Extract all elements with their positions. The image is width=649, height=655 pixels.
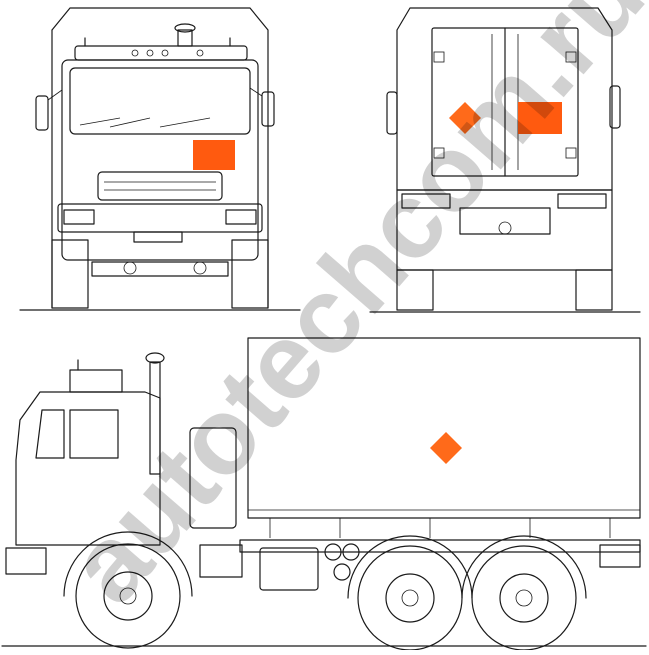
- front-bumper: [57, 203, 263, 233]
- side-rear-wheel-2: [461, 535, 587, 651]
- side-cab-window: [69, 409, 119, 459]
- front-grille: [97, 171, 223, 201]
- side-view: [1, 337, 647, 651]
- side-hazard-diamond-icon: [430, 432, 462, 464]
- front-hazard-placard: [193, 140, 235, 170]
- front-right-wheel: [231, 239, 269, 309]
- front-left-wheel: [51, 239, 89, 309]
- rear-hazard-diamond-icon: [449, 102, 481, 134]
- front-windshield: [69, 67, 251, 135]
- side-cab: [15, 391, 161, 546]
- front-canvas-top: [51, 7, 269, 309]
- rear-hazard-placard: [518, 102, 562, 134]
- side-air-snorkel: [149, 361, 161, 475]
- front-left-mirror: [35, 95, 49, 131]
- rear-left-wheel: [396, 269, 434, 311]
- rear-right-wheel: [575, 269, 613, 311]
- front-right-mirror: [261, 91, 275, 127]
- rear-view: [369, 7, 641, 313]
- rear-frame: [396, 189, 613, 271]
- side-cab-window-front: [35, 409, 65, 459]
- side-front-wheel: [63, 531, 193, 649]
- side-canvas-body: [247, 337, 641, 519]
- side-chassis: [239, 539, 641, 553]
- front-view: [19, 7, 301, 311]
- side-rear-wheel-1: [347, 535, 473, 651]
